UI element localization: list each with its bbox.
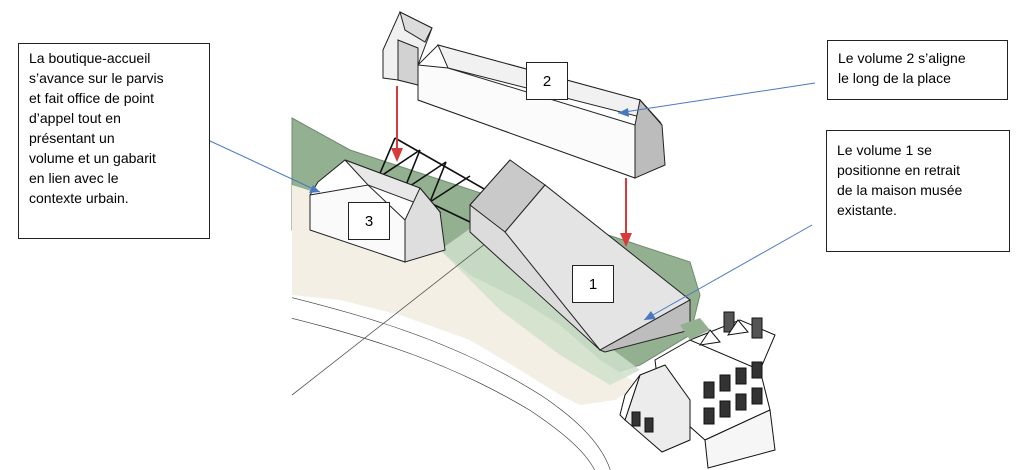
callout-line: de la maison musée [837,182,963,198]
callout-line: d’appel tout en [29,110,121,126]
existing-museum-house [619,311,776,469]
callout-line: existante. [837,202,897,218]
road-edge-inner [291,317,596,470]
callout-line: et fait office de point [29,90,155,106]
callout-line: en lien avec le [29,170,119,186]
move-arrow-volume-1 [620,178,632,247]
callout-line: Le volume 2 s’aligne [838,50,966,66]
callout-arrow-volume-2 [617,82,816,117]
callout-line: le long de la place [838,70,951,86]
road-surface [292,298,610,470]
callout-volume-2: Le volume 2 s’aligne le long de la place [827,40,1008,100]
leader-line-parvis [291,239,491,396]
callout-line: volume et un gabarit [29,150,156,166]
callout-boutique-accueil: La boutique-accueil s’avance sur le parv… [18,43,210,239]
volume-3-label: 3 [348,202,390,240]
callout-line: positionne en retrait [837,162,960,178]
callout-line: présentant un [29,130,115,146]
volume-2-building [382,11,666,179]
move-arrow-volume-2 [391,86,403,162]
volume-2-label: 2 [526,62,568,100]
callout-volume-1: Le volume 1 se positionne en retrait de … [826,130,1010,252]
light-green-transition [440,225,640,385]
callout-arrow-volume-1 [643,224,813,321]
grass-patch-museum [680,318,710,340]
callout-line: Le volume 1 se [837,142,932,158]
callout-line: contexte urbain. [29,190,129,206]
volume-1-label: 1 [572,265,614,303]
callout-line: s’avance sur le parvis [29,70,164,86]
callout-line: La boutique-accueil [29,50,151,66]
